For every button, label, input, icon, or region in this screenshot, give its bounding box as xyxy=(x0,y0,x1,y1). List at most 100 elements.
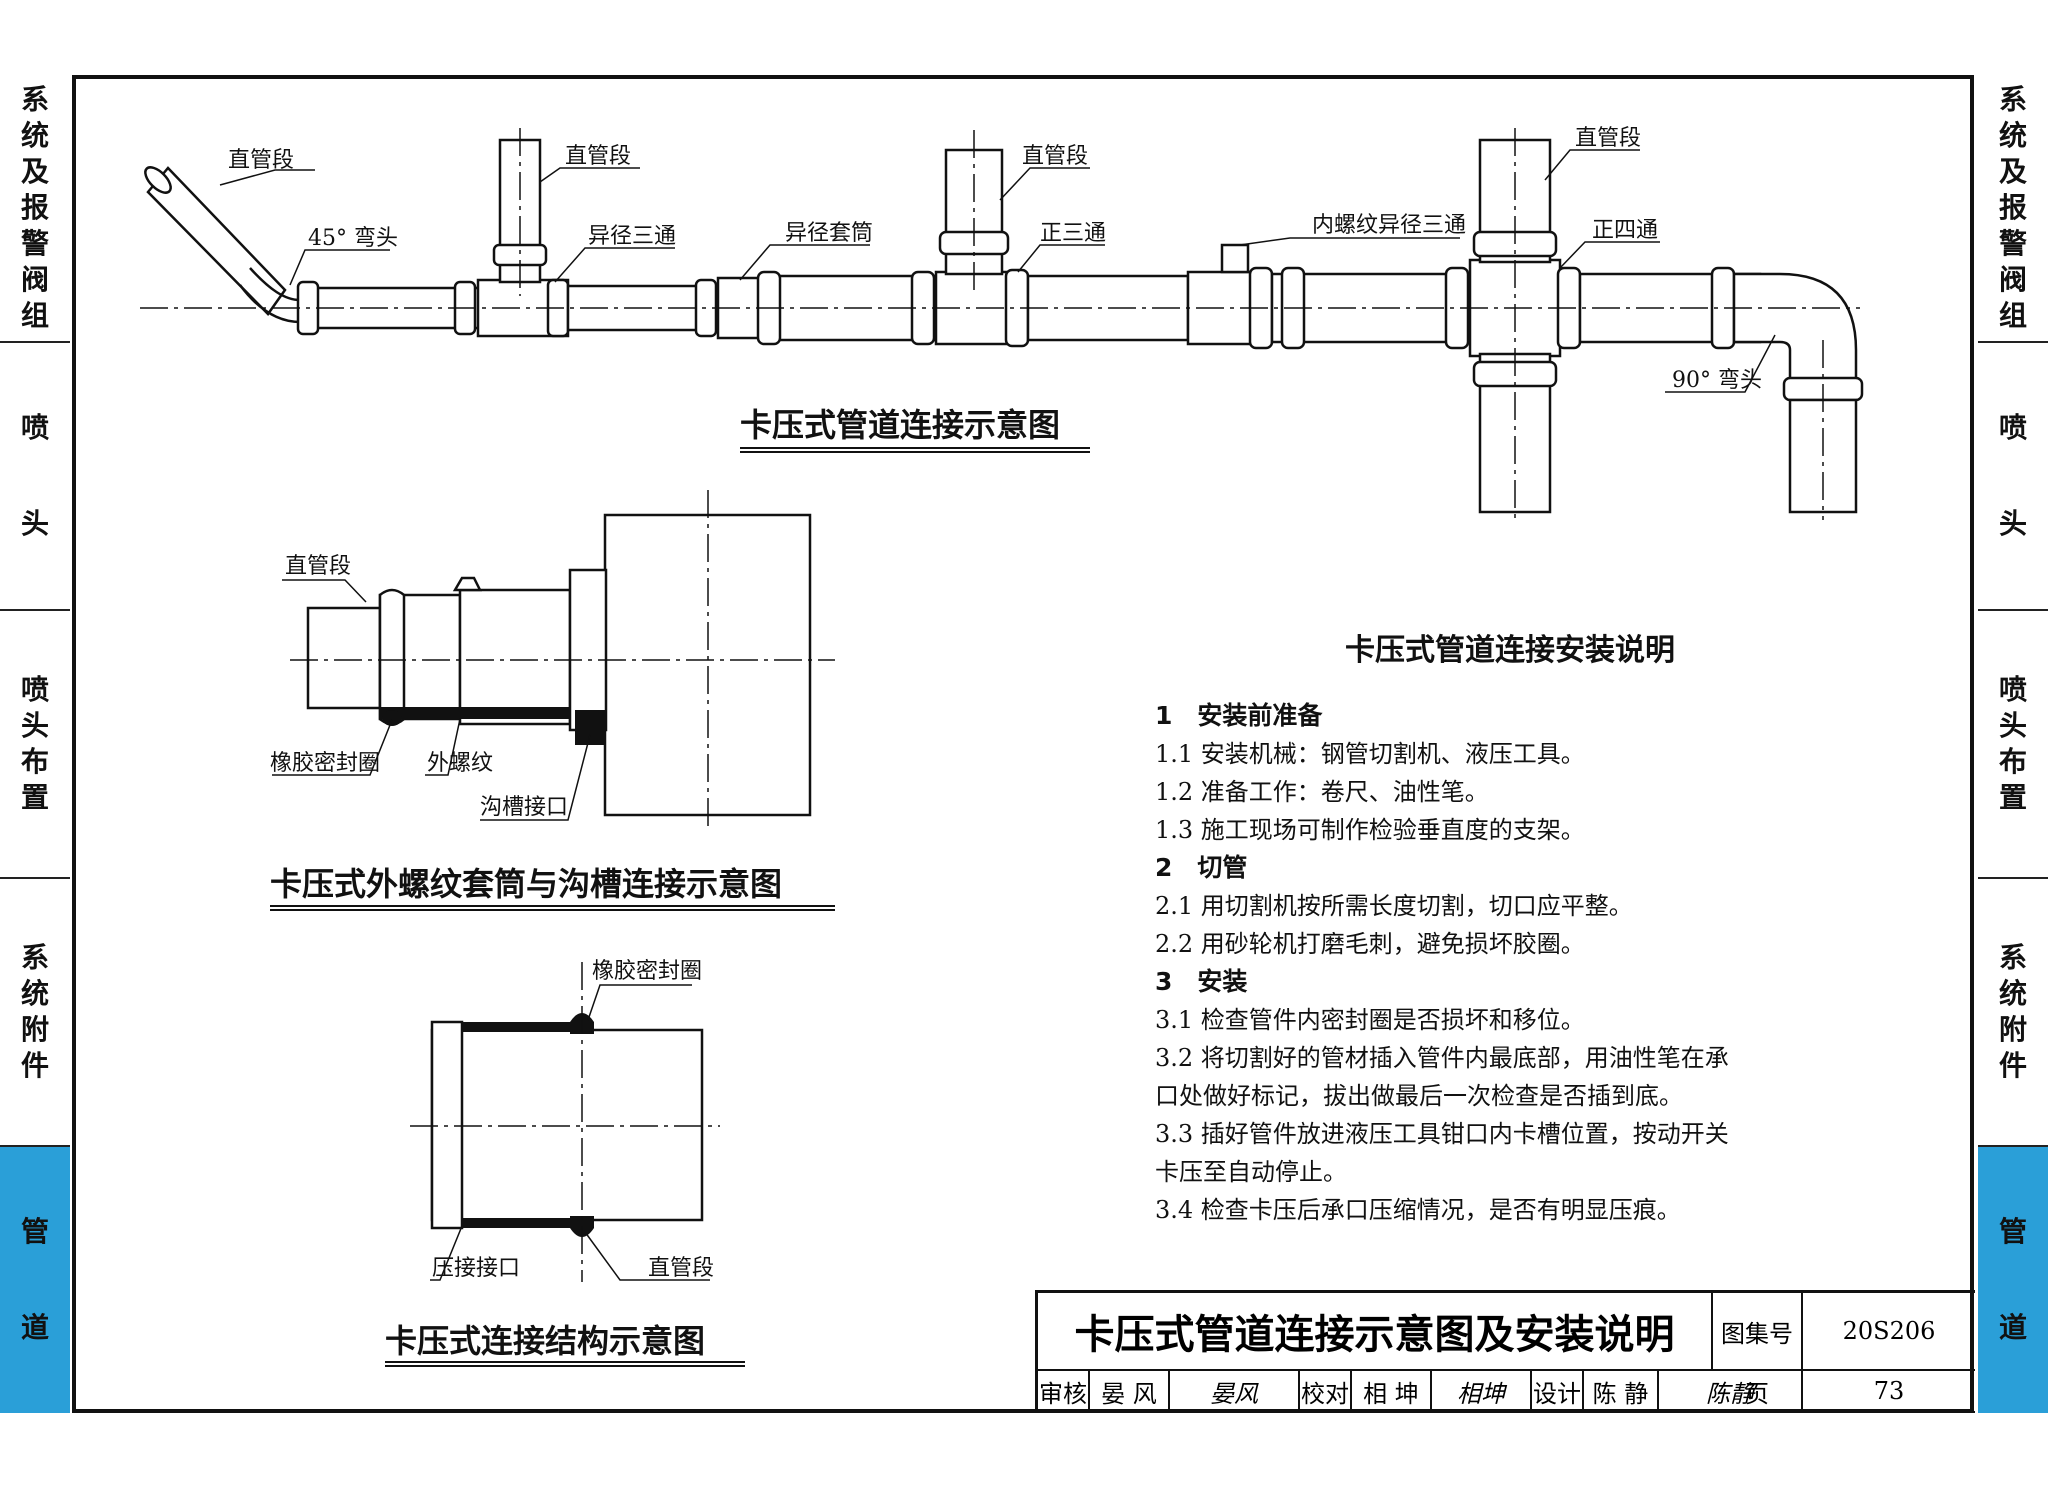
label-internal-thread-tee: 内螺纹异径三通 xyxy=(1312,213,1466,238)
leader-elbow45 xyxy=(289,249,390,286)
sidebar-tab-system-accessories[interactable]: 系 统 附 件 xyxy=(1978,879,2048,1147)
sidebar-tab-sprinkler-layout[interactable]: 喷 头 布 置 xyxy=(1978,611,2048,879)
notes-line: 2.1 用切割机按所需长度切割，切口应平整。 xyxy=(1155,892,1633,920)
leader-rubber-ring xyxy=(587,984,692,1021)
notes-heading: 3 安装 xyxy=(1155,967,1248,996)
leader-straight2 xyxy=(539,167,640,183)
fitting-wall-bottom xyxy=(462,1218,582,1228)
notes-line: 1.2 准备工作：卷尺、油性笔。 xyxy=(1155,778,1489,806)
pipe-connection-overview xyxy=(144,138,1864,514)
design-name: 陈 静 xyxy=(1584,1371,1659,1413)
label-cross: 正四通 xyxy=(1592,218,1658,243)
review-name: 晏 风 xyxy=(1090,1371,1170,1413)
review-label: 审核 xyxy=(1038,1371,1090,1413)
design-label: 设计 xyxy=(1532,1371,1584,1413)
tab-char: 统 xyxy=(1998,977,2027,1010)
tab-char: 布 xyxy=(20,745,49,778)
sidebar-tab-system-accessories[interactable]: 系 统 附 件 xyxy=(0,879,70,1147)
leader-cross xyxy=(1559,241,1660,269)
label-rubber-ring: 橡胶密封圈 xyxy=(270,751,380,776)
tab-char: 系 xyxy=(1998,83,2027,116)
leader-elbow90 xyxy=(1665,334,1776,393)
tab-char: 置 xyxy=(20,781,49,814)
straight-pipe-stub xyxy=(306,606,382,710)
notes-title: 卡压式管道连接安装说明 xyxy=(1345,633,1675,668)
tab-char: 及 xyxy=(20,155,49,188)
tab-char: 头 xyxy=(20,507,49,540)
elbow45-curve xyxy=(238,284,301,324)
label-elbow90: 90° 弯头 xyxy=(1672,368,1762,393)
title-underlines xyxy=(270,447,1090,1367)
tab-char: 道 xyxy=(1998,1311,2027,1344)
tab-char: 组 xyxy=(1998,299,2027,332)
label-straight3: 直管段 xyxy=(1022,144,1088,169)
tab-char: 头 xyxy=(20,709,49,742)
elbow90-body xyxy=(1732,272,1858,384)
leader-lines xyxy=(219,149,1776,1281)
tab-char: 喷 xyxy=(20,411,49,444)
thread-sleeve-groove-detail xyxy=(306,513,812,817)
leader-equal-tee xyxy=(1017,244,1105,273)
tab-char: 管 xyxy=(20,1215,49,1248)
leader-straight1 xyxy=(219,169,315,186)
leader-press-joint xyxy=(430,1225,463,1281)
label-straight: 直管段 xyxy=(285,554,351,579)
drawing-sheet-frame xyxy=(72,75,1974,1413)
title-block: 卡压式管道连接示意图及安装说明 图集号 20S206 审核 晏 风 晏风 校对 … xyxy=(1035,1290,1975,1413)
tab-char: 头 xyxy=(1998,709,2027,742)
leader-internal-thread-tee xyxy=(1239,237,1460,246)
tab-char: 系 xyxy=(20,941,49,974)
notes-line: 卡压至自动停止。 xyxy=(1155,1158,1347,1186)
tab-char: 系 xyxy=(20,83,49,116)
label-groove-joint: 沟槽接口 xyxy=(480,795,568,820)
label-equal-tee: 正三通 xyxy=(1040,221,1106,246)
label-straight: 直管段 xyxy=(648,1256,714,1281)
notes-line: 1.3 施工现场可制作检验垂直度的支架。 xyxy=(1155,816,1585,844)
sidebar-tab-system-valve[interactable]: 系 统 及 报 警 阀 组 xyxy=(0,75,70,343)
tab-char: 头 xyxy=(1998,507,2027,540)
right-index-sidebar: 系 统 及 报 警 阀 组 喷 头 喷 头 布 置 系 统 附 件 管 道 xyxy=(1978,75,2048,1413)
diagram3-title: 卡压式连接结构示意图 xyxy=(385,1322,705,1360)
tab-char: 布 xyxy=(1998,745,2027,778)
sidebar-tab-piping[interactable]: 管 道 xyxy=(0,1147,70,1413)
label-press-joint: 压接接口 xyxy=(432,1256,520,1281)
tab-char: 统 xyxy=(1998,119,2027,152)
sidebar-tab-sprinkler[interactable]: 喷 头 xyxy=(1978,343,2048,611)
tab-char: 喷 xyxy=(1998,673,2027,706)
installation-notes: 卡压式管道连接安装说明 1 安装前准备 1.1 安装机械：钢管切割机、液压工具。… xyxy=(1155,625,1855,1229)
label-straight2: 直管段 xyxy=(565,144,631,169)
label-external-thread: 外螺纹 xyxy=(427,751,493,776)
check-name: 相 坤 xyxy=(1352,1371,1432,1413)
tab-char: 及 xyxy=(1998,155,2027,188)
notes-line: 1.1 安装机械：钢管切割机、液压工具。 xyxy=(1155,740,1585,768)
tab-char: 统 xyxy=(20,977,49,1010)
notes-line: 口处做好标记，拔出做最后一次检查是否插到底。 xyxy=(1155,1082,1683,1110)
section-hatch xyxy=(380,707,570,719)
tab-char: 阀 xyxy=(1998,263,2027,296)
label-reducing-sleeve: 异径套筒 xyxy=(785,221,873,246)
sidebar-tab-sprinkler-layout[interactable]: 喷 头 布 置 xyxy=(0,611,70,879)
sidebar-tab-system-valve[interactable]: 系 统 及 报 警 阀 组 xyxy=(1978,75,2048,343)
page-number: 73 xyxy=(1803,1371,1975,1413)
tab-char: 件 xyxy=(20,1049,49,1082)
leader-straight xyxy=(584,1231,710,1281)
tab-char: 报 xyxy=(1998,191,2027,224)
thread-tooth xyxy=(452,576,483,592)
left-index-sidebar: 系 统 及 报 警 阀 组 喷 头 喷 头 布 置 系 统 附 件 管 道 xyxy=(0,75,70,1413)
centerlines xyxy=(140,128,1860,1282)
sidebar-tab-piping[interactable]: 管 道 xyxy=(1978,1147,2048,1413)
press-ring-bulge xyxy=(378,588,406,726)
check-signature: 相坤 xyxy=(1432,1371,1532,1413)
notes-line: 3.2 将切割好的管材插入管件内最底部，用油性笔在承 xyxy=(1155,1044,1729,1072)
tab-char: 阀 xyxy=(20,263,49,296)
atlas-number-label: 图集号 xyxy=(1713,1293,1803,1371)
part-labels: 直管段 45° 弯头 直管段 异径三通 异径套筒 直管段 正三通 内螺纹异径三通… xyxy=(228,126,1762,1360)
leader-external-thread xyxy=(425,718,461,776)
rubber-seal-section xyxy=(382,710,402,726)
notes-line: 2.2 用砂轮机打磨毛刺，避免损坏胶圈。 xyxy=(1155,930,1585,958)
groove-seal-section xyxy=(575,710,605,745)
leader-groove-joint xyxy=(480,734,591,821)
sidebar-tab-sprinkler[interactable]: 喷 头 xyxy=(0,343,70,611)
tab-char: 管 xyxy=(1998,1215,2027,1248)
label-rubber-ring: 橡胶密封圈 xyxy=(592,959,702,984)
